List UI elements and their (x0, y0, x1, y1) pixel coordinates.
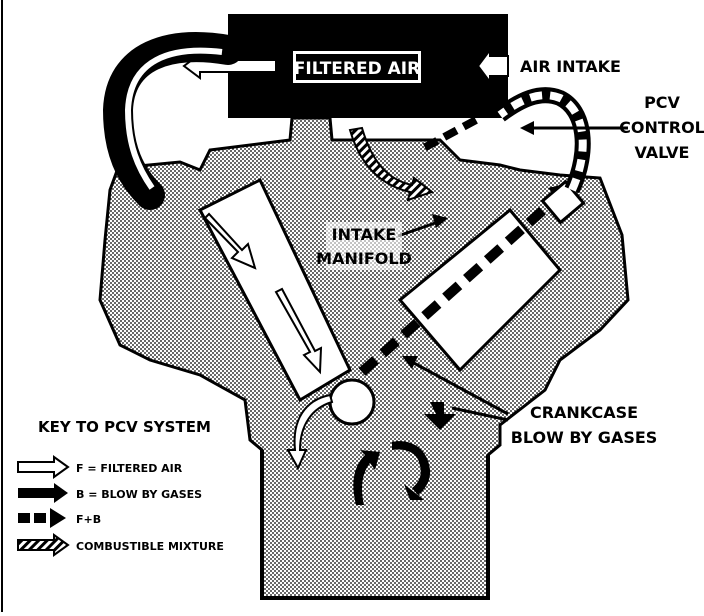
filtered-air-label: FILTERED AIR (294, 59, 420, 79)
key-hollow-arrow-icon (18, 457, 68, 477)
fb-flow-line (420, 120, 476, 150)
crankcase-label-line1: CRANKCASE (530, 403, 638, 422)
key-item-label: B = BLOW BY GASES (76, 488, 202, 501)
engine-block (100, 118, 628, 598)
key-item-label: F = FILTERED AIR (76, 462, 183, 475)
crankcase-label-line2: BLOW BY GASES (511, 428, 658, 447)
pcv-label-line3: VALVE (635, 143, 690, 162)
pcv-label-line1: PCV (644, 93, 680, 112)
key-item-label: COMBUSTIBLE MIXTURE (76, 540, 224, 553)
key-item-label: F+B (76, 513, 101, 526)
pcv-label-line2: CONTROL (619, 118, 704, 137)
intake-label-line1: INTAKE (332, 225, 397, 244)
key-dashed-arrow-icon (50, 508, 66, 528)
crankshaft-circle (330, 380, 374, 424)
key-dashed-arrow-icon (18, 513, 30, 523)
key-heading: KEY TO PCV SYSTEM (38, 418, 211, 436)
pcv-leader-arrowhead (520, 121, 534, 135)
air-intake-label: AIR INTAKE (520, 57, 621, 76)
key-hatched-arrow-icon (18, 535, 68, 555)
key-dashed-arrow-icon (34, 513, 46, 523)
intake-label-line2: MANIFOLD (316, 249, 412, 268)
key-solid-arrow-icon (18, 483, 68, 503)
